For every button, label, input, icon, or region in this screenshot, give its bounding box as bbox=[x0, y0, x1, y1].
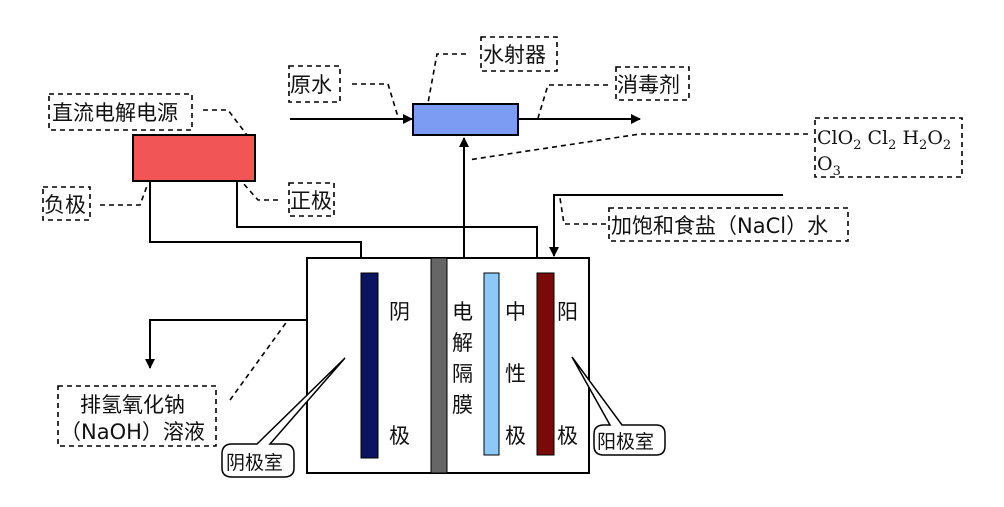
raw-water-label: 原水 bbox=[290, 73, 332, 97]
anode-chamber-label: 阳极室 bbox=[597, 431, 654, 453]
brine-label-box bbox=[608, 207, 849, 242]
leader-ejector bbox=[427, 53, 466, 104]
cathode-chamber-label: 阴极室 bbox=[226, 452, 283, 474]
leader-raw-water bbox=[352, 83, 399, 118]
leader-naoh bbox=[229, 319, 289, 401]
ejector-box bbox=[412, 103, 519, 136]
leader-brine bbox=[559, 197, 606, 225]
power-source-box bbox=[132, 134, 256, 182]
ejector-label-box bbox=[480, 36, 558, 72]
membrane-label-1: 电 bbox=[452, 300, 473, 324]
leader-gases bbox=[467, 133, 808, 161]
brine-inflow bbox=[549, 194, 783, 257]
cathode-chamber-callout bbox=[221, 357, 346, 478]
disinfectant-label-box bbox=[615, 66, 690, 101]
gases-label-line2: O3 bbox=[817, 153, 841, 179]
disinfectant-label: 消毒剂 bbox=[617, 73, 680, 97]
gases-label-line1: ClO2 Cl2 H2O2 bbox=[817, 127, 951, 153]
neutral-label-2: 性 bbox=[505, 362, 526, 386]
raw-water-label-box bbox=[288, 65, 341, 103]
power-source-label: 直流电解电源 bbox=[52, 101, 178, 125]
neutral-label-1: 中 bbox=[505, 300, 526, 324]
anode-label-top: 阳 bbox=[557, 300, 578, 324]
anode-label-bottom: 极 bbox=[557, 424, 578, 448]
positive-label-box bbox=[288, 182, 335, 217]
anode-electrode bbox=[536, 272, 555, 456]
neutral-electrode bbox=[483, 272, 500, 456]
leader-disinfectant bbox=[537, 84, 608, 119]
cathode-label-bottom: 极 bbox=[389, 424, 410, 448]
membrane-label-4: 膜 bbox=[452, 393, 473, 417]
membrane bbox=[430, 257, 448, 474]
leader-positive bbox=[242, 182, 278, 201]
membrane-label-3: 隔 bbox=[452, 362, 473, 386]
naoh-outflow bbox=[145, 319, 307, 369]
cathode-label-top: 阴 bbox=[389, 300, 410, 324]
anode-chamber-callout bbox=[571, 356, 666, 456]
naoh-label-line1: 排氢氧化钠 bbox=[80, 393, 185, 417]
naoh-label-box bbox=[57, 385, 217, 447]
positive-label: 正极 bbox=[290, 189, 332, 213]
negative-label-box bbox=[42, 186, 91, 221]
ejector-label: 水射器 bbox=[483, 43, 546, 67]
leader-power bbox=[203, 109, 248, 136]
membrane-label-2: 解 bbox=[452, 331, 473, 355]
positive-wire bbox=[236, 181, 538, 273]
neutral-label-3: 极 bbox=[505, 424, 526, 448]
naoh-label-line2: （NaOH）溶液 bbox=[60, 420, 205, 444]
brine-label: 加饱和食盐（NaCl）水 bbox=[611, 214, 828, 238]
gases-label-box bbox=[814, 117, 963, 178]
cathode-electrode bbox=[360, 272, 379, 459]
negative-label: 负极 bbox=[44, 193, 86, 217]
leader-negative bbox=[100, 185, 148, 206]
